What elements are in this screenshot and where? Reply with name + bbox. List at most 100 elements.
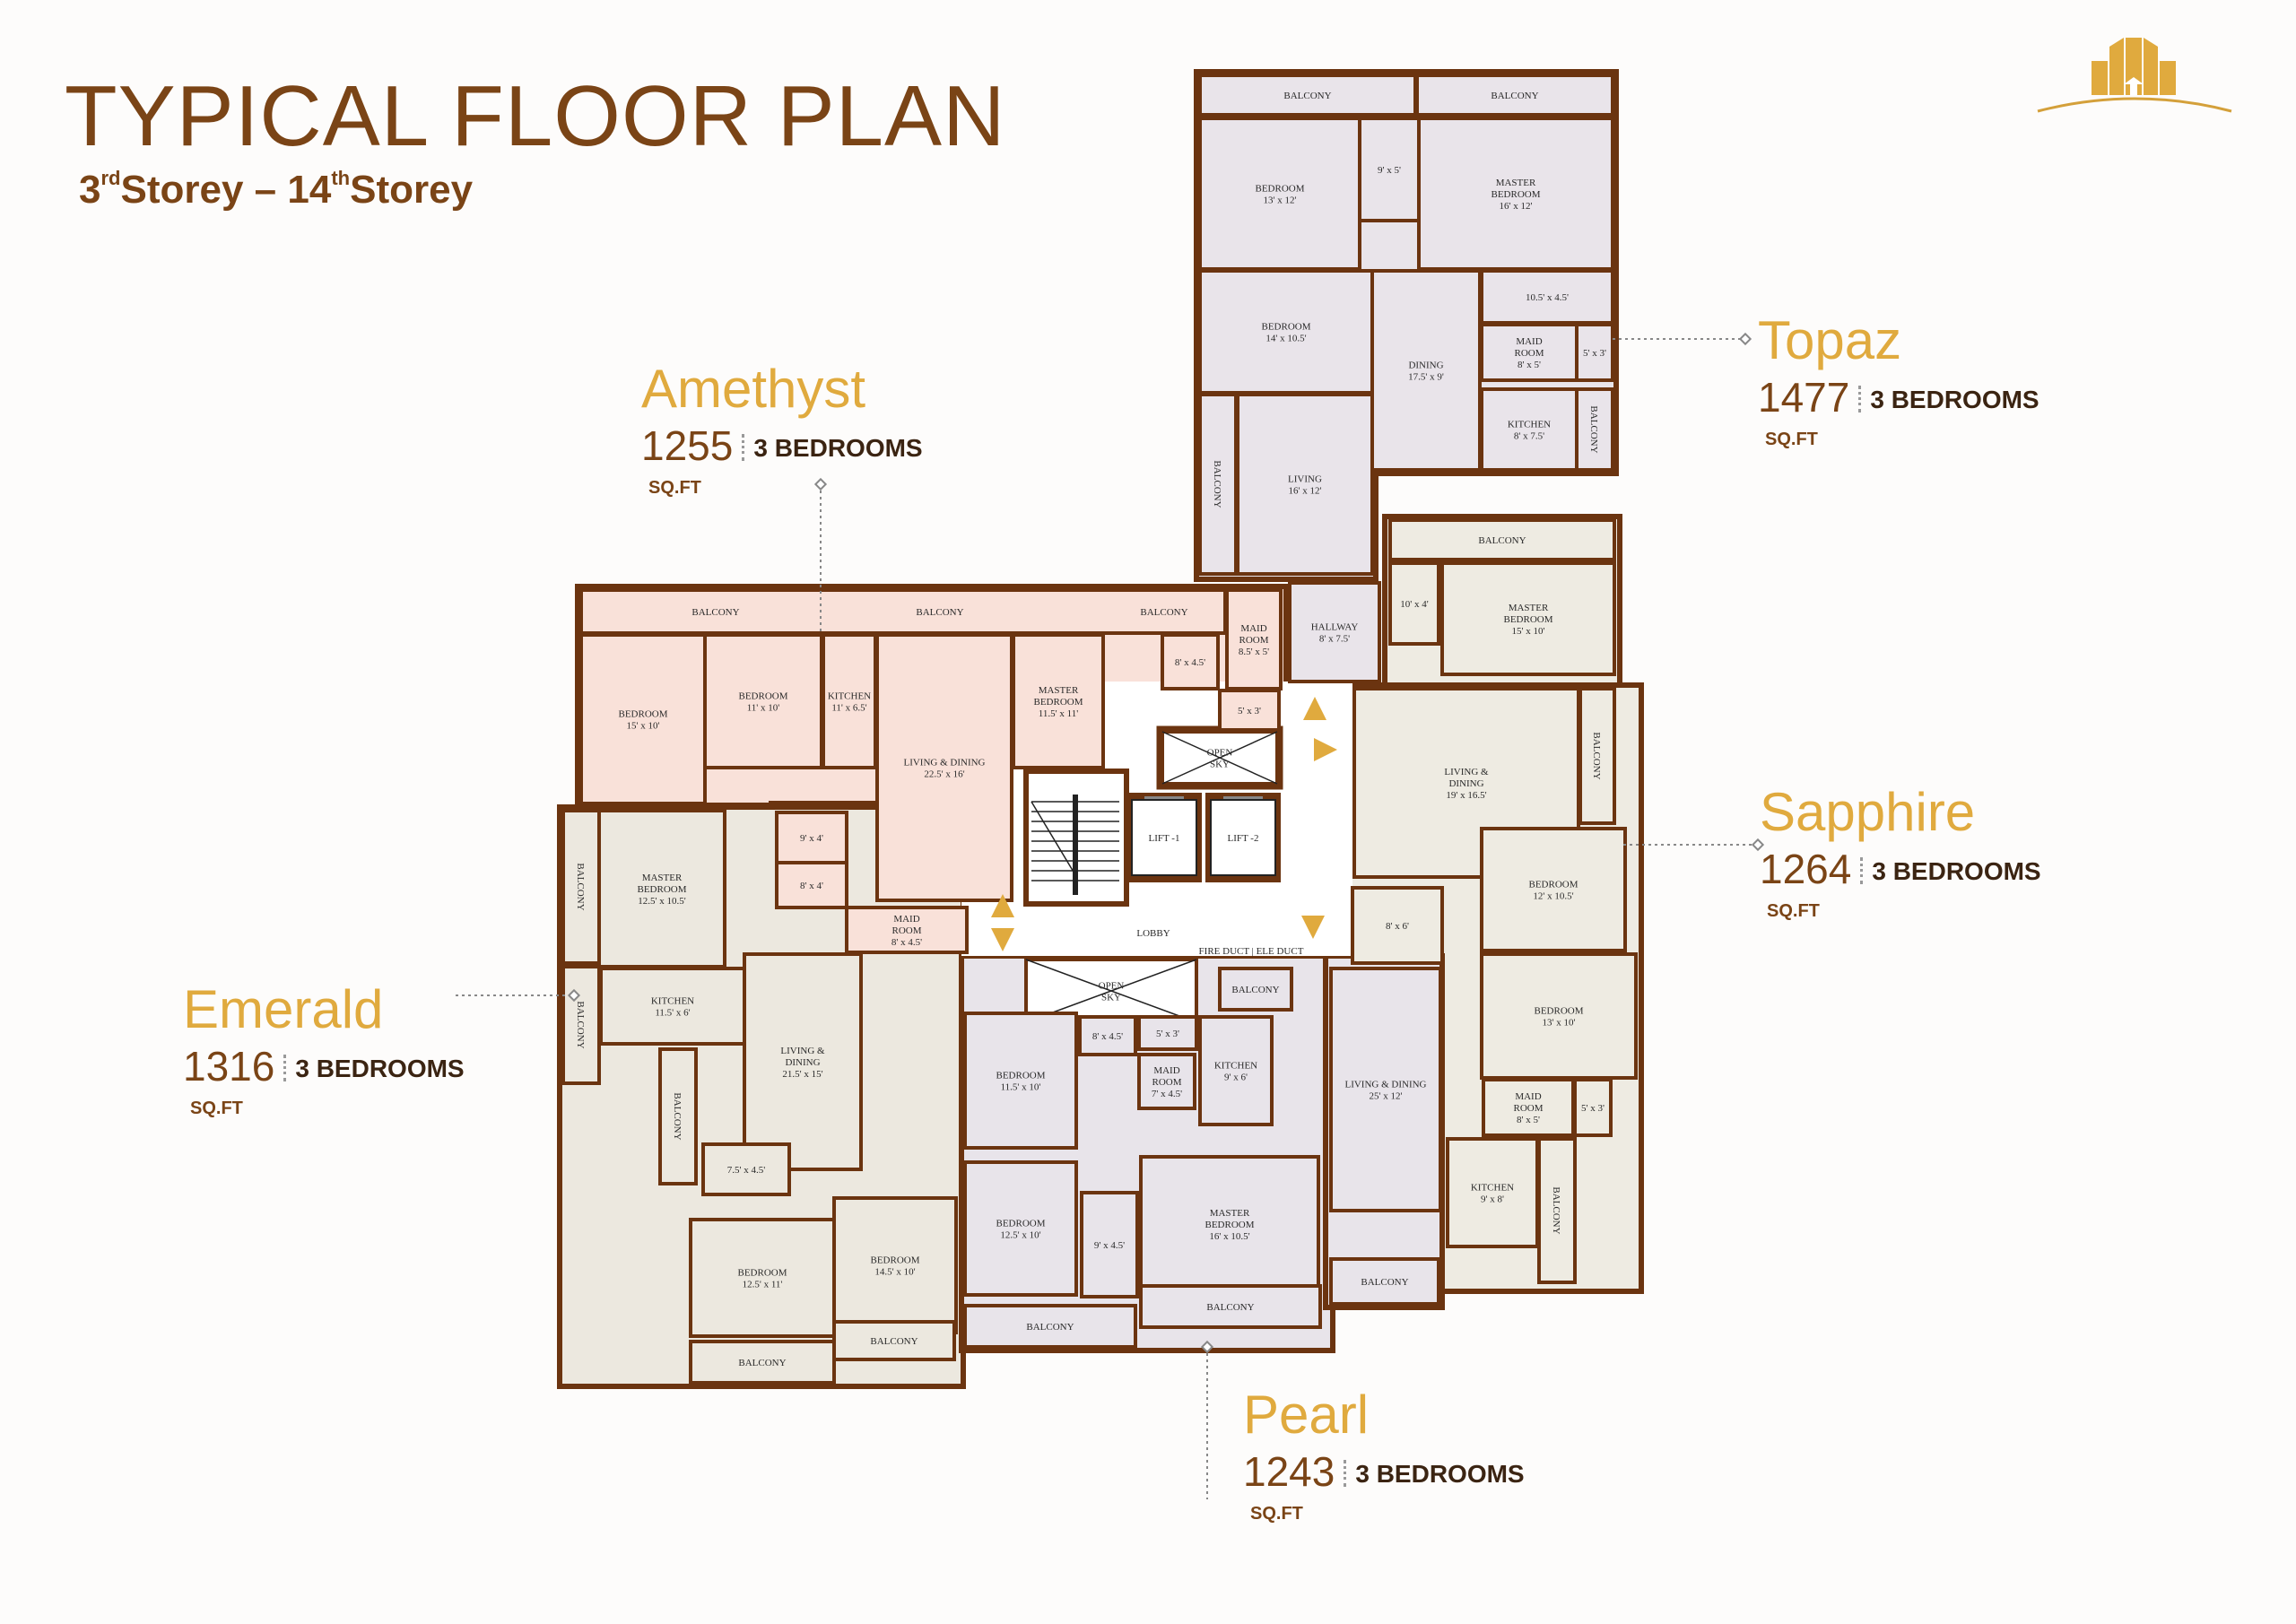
- room[interactable]: 10' x 4': [1388, 561, 1440, 646]
- room-label: BALCONY: [1206, 1302, 1254, 1313]
- room[interactable]: BALCONY: [689, 1340, 836, 1385]
- lift[interactable]: LIFT -1: [1126, 793, 1202, 882]
- separator: [742, 434, 745, 461]
- room[interactable]: 10.5' x 4.5': [1480, 269, 1614, 325]
- room[interactable]: 9' x 4': [775, 811, 848, 864]
- room[interactable]: 9' x 4.5': [1080, 1191, 1139, 1298]
- storey-to-word: Storey: [350, 168, 474, 212]
- room[interactable]: 8' x 4.5': [1078, 1015, 1137, 1056]
- room[interactable]: BALCONY: [1537, 1137, 1577, 1284]
- room[interactable]: BALCONY: [963, 1304, 1137, 1349]
- room[interactable]: BALCONY: [658, 1047, 698, 1185]
- room[interactable]: BALCONY: [832, 1320, 956, 1361]
- room-label: BALCONY: [1231, 985, 1279, 995]
- room[interactable]: BALCONY: [1415, 74, 1614, 117]
- callout-diamond-icon: [1200, 1340, 1214, 1354]
- room[interactable]: BALCONY: [561, 965, 601, 1085]
- room[interactable]: BALCONY: [1218, 967, 1293, 1012]
- room-outline: [703, 633, 823, 769]
- room[interactable]: 8' x 6': [1351, 886, 1444, 965]
- room-outline: [1440, 561, 1616, 676]
- room[interactable]: BALCONY: [1575, 387, 1614, 472]
- room[interactable]: BALCONY: [1329, 1257, 1440, 1306]
- room[interactable]: 5' x 3': [1218, 689, 1281, 732]
- room[interactable]: BALCONY: [1139, 1284, 1322, 1329]
- room-label: 5' x 3': [1581, 1103, 1605, 1114]
- room[interactable]: 5' x 3': [1575, 323, 1614, 382]
- room-outline: [689, 1218, 836, 1338]
- room[interactable]: 9' x 5': [1358, 117, 1421, 222]
- room-label: 8' x 6': [1386, 921, 1409, 932]
- room-label: 9' x 4': [800, 833, 823, 844]
- room[interactable]: 7.5' x 4.5': [701, 1142, 791, 1196]
- room[interactable]: BALCONY: [1388, 518, 1616, 561]
- room[interactable]: 8' x 4.5': [1161, 633, 1220, 690]
- room[interactable]: 8' x 4': [775, 861, 848, 909]
- room-outline: [1537, 1137, 1577, 1284]
- room[interactable]: BALCONY: [1198, 393, 1238, 576]
- room-outline: [775, 861, 848, 909]
- room[interactable]: BALCONY: [1578, 687, 1616, 825]
- room-label: BALCONY: [1588, 405, 1599, 453]
- unit-area-unit: SQ.FT: [648, 478, 701, 498]
- room-outline: [599, 967, 746, 1046]
- page-title: TYPICAL FLOOR PLAN: [65, 68, 1006, 164]
- lift[interactable]: LIFT -2: [1205, 793, 1281, 882]
- room-label: BALCONY: [1140, 607, 1187, 618]
- room-outline: [1578, 687, 1616, 825]
- room[interactable]: 5' x 3': [1573, 1078, 1613, 1137]
- room[interactable]: 5' x 3': [1137, 1015, 1198, 1051]
- room[interactable]: BALCONY: [561, 809, 601, 965]
- room-label: BALCONY: [1026, 1322, 1074, 1333]
- room-outline: [1080, 1191, 1139, 1298]
- room-outline: [1480, 387, 1578, 472]
- room[interactable]: BALCONY: [1198, 74, 1417, 117]
